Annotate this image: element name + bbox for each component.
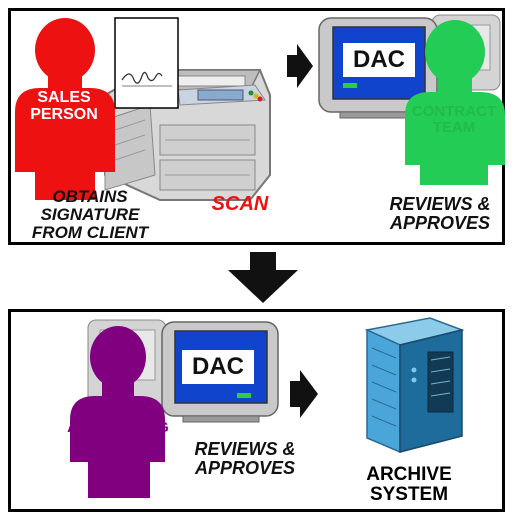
obtains-line2: SIGNATURE	[40, 204, 140, 224]
server-tower-icon	[364, 317, 465, 454]
accounting-team-label-line1: ACCOUNTING	[67, 419, 169, 436]
arrow-right-icon	[287, 44, 313, 88]
archive-line1: ARCHIVE	[366, 464, 452, 485]
monitor-dac-label: DAC	[353, 46, 405, 73]
reviews-approves-text: REVIEWS & APPROVES	[375, 195, 505, 233]
computer-monitor-icon	[318, 17, 438, 119]
contract-team-label-line2: TEAM	[432, 118, 476, 136]
reviews-approves-text-2: REVIEWS & APPROVES	[180, 440, 310, 478]
sales-person-label-line2: PERSON	[30, 105, 98, 123]
computer-monitor-icon-2	[161, 321, 279, 423]
arrow-down-icon	[228, 252, 298, 303]
accounting-team-label: ACCOUNTING TEAM	[40, 420, 196, 452]
monitor-dac-label-2: DAC	[192, 353, 244, 380]
accounting-team-label-line2: TEAM	[96, 434, 140, 452]
contract-team-icon	[405, 20, 505, 185]
obtains-line1: OBTAINS	[52, 187, 128, 206]
arrow-right-icon-2	[290, 370, 318, 418]
reviews-line1: REVIEWS &	[389, 194, 491, 214]
signed-document-icon	[114, 17, 179, 109]
sales-person-label-line1: SALES	[37, 89, 91, 106]
reviews-line1-2: REVIEWS &	[194, 439, 296, 459]
obtains-line3: FROM CLIENT	[31, 222, 149, 242]
archive-system-label: ARCHIVE SYSTEM	[345, 465, 473, 505]
accounting-team-icon	[70, 326, 165, 498]
reviews-line2-2: APPROVES	[194, 457, 296, 478]
obtains-signature-text: OBTAINS SIGNATURE FROM CLIENT	[15, 188, 165, 242]
contract-team-label-line1: CONTRACT	[411, 103, 497, 120]
sales-person-icon	[15, 18, 115, 200]
sales-person-label: SALES PERSON	[18, 89, 110, 124]
reviews-line2: APPROVES	[389, 212, 491, 233]
archive-line2: SYSTEM	[369, 483, 449, 505]
contract-team-label: CONTRACT TEAM	[392, 104, 516, 136]
scan-label: SCAN	[211, 193, 269, 215]
